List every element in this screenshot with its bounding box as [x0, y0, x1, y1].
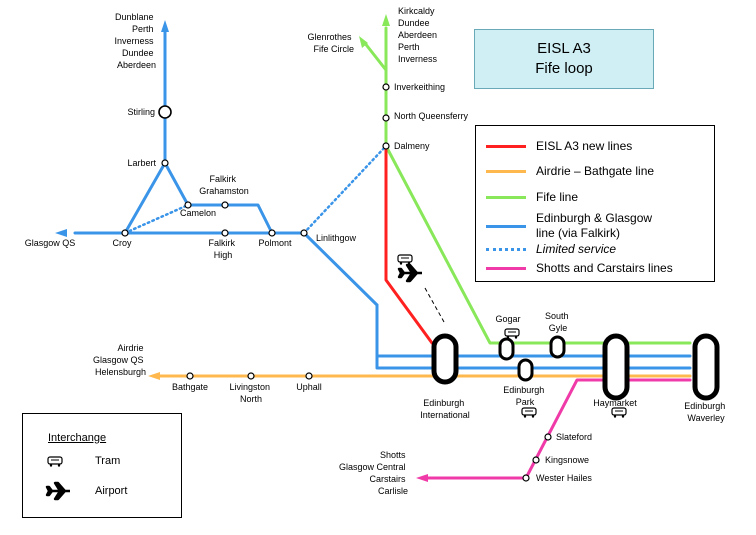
livingston-north-label: Livingston North	[229, 382, 272, 404]
camelon-label: Camelon	[180, 208, 216, 218]
legend-item-fife: Fife line	[486, 187, 578, 207]
edinburgh-international-interchange	[431, 333, 459, 385]
interchange-ovals	[431, 333, 720, 401]
edinburgh-international-label: Edinburgh International	[420, 398, 470, 420]
tram-icon	[611, 407, 627, 419]
dalmeny-label: Dalmeny	[394, 141, 430, 151]
airdrie-destinations-label: Airdrie Glasgow QS Helensburgh	[93, 343, 146, 377]
legend-label: Fife line	[536, 190, 579, 204]
interchange-key: Interchange Tram Airport	[22, 413, 182, 518]
tram-icon	[504, 328, 520, 340]
legend-item-limited-service: Limited service	[486, 239, 616, 259]
gogar-label: Gogar	[495, 314, 520, 324]
legend-label: Shotts and Carstairs lines	[536, 261, 673, 275]
falkirk-high-label: Falkirk High	[208, 238, 237, 260]
glenrothes-destinations-label: Glenrothes Fife Circle	[307, 32, 354, 54]
kingsknowe-label: Kingsnowe	[545, 455, 589, 465]
tram-icon	[521, 407, 537, 419]
interchange-row-tram: Tram	[45, 454, 120, 468]
haymarket-label: Haymarket	[593, 398, 637, 408]
legend-label: EISL A3 new lines	[536, 139, 633, 153]
wester-hailes-label: Wester Hailes	[536, 473, 592, 483]
station-labels: Dunblane Perth Inverness Dundee Aberdeen…	[25, 6, 728, 496]
edinburgh-park-label: Edinburgh Park	[503, 385, 547, 407]
glasgow-qs-label: Glasgow QS	[25, 238, 76, 248]
south-gyle-label: South Gyle	[545, 311, 571, 333]
legend-swatch-blue-dotted	[486, 247, 526, 251]
legend-swatch-green	[486, 195, 526, 199]
croy-label: Croy	[112, 238, 132, 248]
interchange-tram-label: Tram	[95, 455, 121, 467]
station-dots	[121, 83, 552, 482]
legend-label-line2: line (via Falkirk)	[536, 226, 621, 240]
legend-item-edinburgh-glasgow: Edinburgh & Glasgow line (via Falkirk)	[486, 210, 652, 242]
dunblane-destinations-label: Dunblane Perth Inverness Dundee Aberdeen	[114, 12, 156, 70]
linlithgow-label: Linlithgow	[316, 233, 357, 243]
larbert-label: Larbert	[127, 158, 156, 168]
legend-swatch-magenta	[486, 266, 526, 270]
map-title-line1: EISL A3	[537, 40, 591, 57]
airport-link	[424, 287, 445, 323]
haymarket-interchange	[602, 333, 630, 401]
legend-item-eisl: EISL A3 new lines	[486, 136, 632, 156]
eisl-new-lines	[384, 146, 444, 345]
slateford-label: Slateford	[556, 432, 592, 442]
airplane-icon	[397, 263, 424, 283]
legend-label: Airdrie – Bathgate line	[536, 164, 655, 178]
shotts-destinations-label: Shotts Glasgow Central Carstairs Carlisl…	[339, 450, 408, 496]
polmont-label: Polmont	[258, 238, 292, 248]
interchange-row-airport: Airport	[45, 480, 127, 502]
edinburgh-park-stop	[517, 358, 534, 382]
uphall-label: Uphall	[296, 382, 322, 392]
map-title-box: EISL A3 Fife loop	[474, 29, 654, 89]
legend: EISL A3 new lines Airdrie – Bathgate lin…	[475, 125, 715, 282]
interchange-airport-label: Airport	[95, 485, 128, 497]
interchange-title: Interchange	[48, 432, 107, 444]
legend-swatch-red	[486, 144, 526, 148]
legend-label-line1: Edinburgh & Glasgow	[536, 211, 653, 225]
legend-item-airdrie-bathgate: Airdrie – Bathgate line	[486, 161, 654, 181]
tram-icon	[45, 454, 95, 468]
falkirk-grahamston-label: Falkirk Grahamston	[199, 174, 249, 196]
legend-swatch-blue	[486, 224, 526, 228]
legend-label: Limited service	[536, 242, 617, 256]
map-title-line2: Fife loop	[535, 60, 593, 77]
edinburgh-waverley-label: Edinburgh Waverley	[684, 401, 728, 423]
limited-service-lines	[123, 144, 388, 235]
airplane-icon	[45, 480, 95, 502]
edinburgh-waverley-interchange	[692, 333, 720, 401]
legend-label: Edinburgh & Glasgow line (via Falkirk)	[536, 211, 652, 241]
inverkeithing-label: Inverkeithing	[394, 82, 445, 92]
north-queensferry-label: North Queensferry	[394, 111, 469, 121]
gogar-stop	[498, 337, 515, 361]
south-gyle-stop	[549, 335, 566, 359]
kirkcaldy-destinations-label: Kirkcaldy Dundee Aberdeen Perth Invernes…	[398, 6, 440, 64]
bathgate-label: Bathgate	[172, 382, 208, 392]
legend-swatch-orange	[486, 169, 526, 173]
shotts-carstairs-line	[416, 378, 692, 482]
legend-item-shotts-carstairs: Shotts and Carstairs lines	[486, 258, 673, 278]
stirling-label: Stirling	[127, 107, 155, 117]
tram-icon	[397, 254, 413, 266]
